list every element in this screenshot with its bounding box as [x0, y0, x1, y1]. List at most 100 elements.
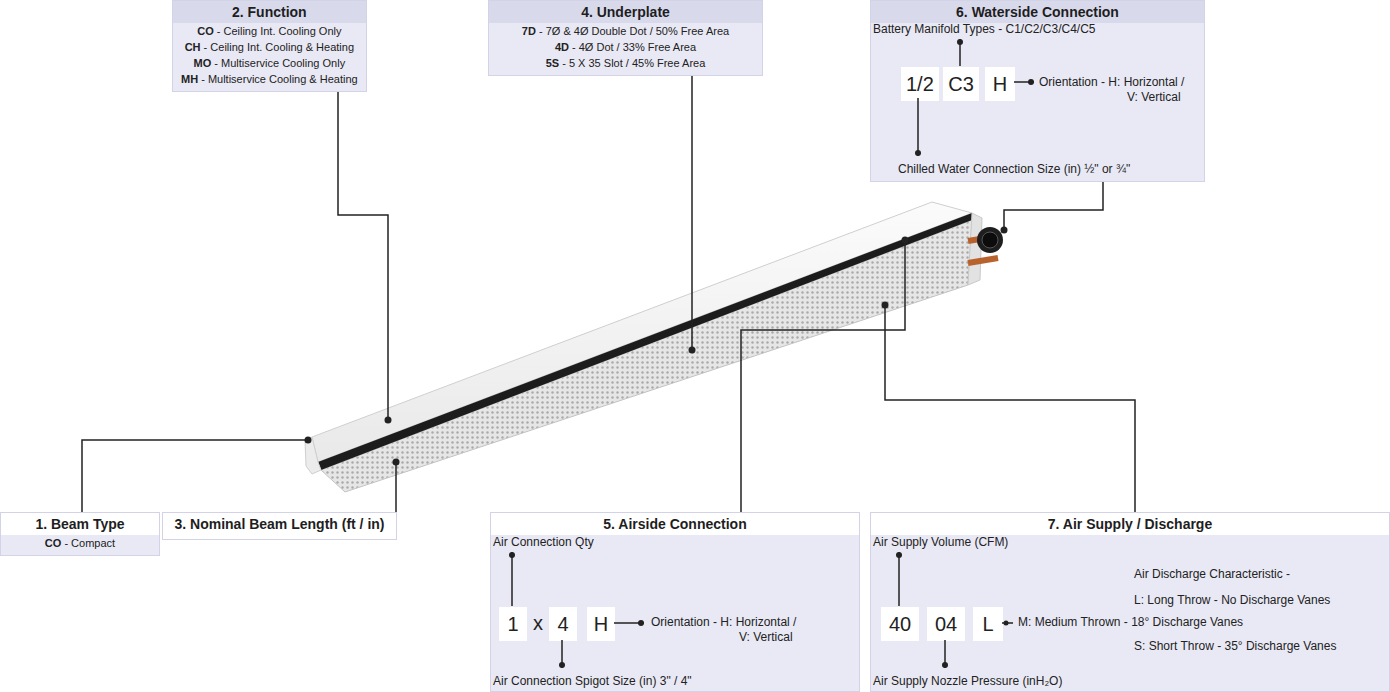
code-value: 1/2 [906, 67, 934, 101]
code-box: L [973, 607, 1003, 641]
code-description: - Ceiling Int. Cooling Only [214, 25, 342, 37]
option-line: 4D - 4Ø Dot / 33% Free Area [489, 39, 762, 55]
beam-end-cap [305, 437, 321, 474]
code-term: 7D [522, 25, 536, 37]
option-line: 7D - 7Ø & 4Ø Double Dot / 50% Free Area [489, 23, 762, 39]
panel-heading: 3. Nominal Beam Length (ft / in) [163, 513, 396, 535]
leader-line [898, 552, 900, 606]
panel-heading: 5. Airside Connection [491, 513, 859, 535]
leader-dot [305, 437, 312, 444]
annotation: S: Short Throw - 35° Discharge Vanes [1134, 639, 1336, 654]
callout-panel: 2. FunctionCO - Ceiling Int. Cooling Onl… [172, 0, 367, 92]
code-term: CO [197, 25, 214, 37]
panel-heading: 2. Function [173, 1, 366, 23]
leader-dot [882, 302, 889, 309]
beam-end-cap [968, 213, 982, 285]
code-description: - 7Ø & 4Ø Double Dot / 50% Free Area [536, 25, 729, 37]
discharge-slot [318, 213, 972, 470]
annotation: M: Medium Thrown - 18° Discharge Vanes [1018, 615, 1243, 630]
leader-line [917, 98, 919, 156]
leader-dot [638, 620, 644, 626]
beam-casing [312, 202, 972, 462]
code-description: - 4Ø Dot / 33% Free Area [569, 41, 696, 53]
annotation: Orientation - H: Horizontal / V: Vertica… [1039, 75, 1197, 105]
underplate [321, 220, 972, 492]
leader-dot [689, 347, 696, 354]
leader-line [885, 305, 1135, 520]
annotation: Orientation - H: Horizontal / V: Vertica… [651, 615, 809, 645]
code-value: 40 [886, 607, 914, 641]
panel-heading: 1. Beam Type [1, 513, 159, 535]
water-pipe [968, 258, 998, 263]
code-box: 4 [549, 607, 577, 641]
code-term: MH [181, 73, 198, 85]
annotation: L: Long Throw - No Discharge Vanes [1134, 593, 1330, 608]
code-description: - 5 X 35 Slot / 45% Free Area [559, 57, 705, 69]
air-spigot [982, 232, 998, 248]
callout-panel: 5. Airside ConnectionAir Connection Qty x… [490, 512, 860, 692]
code-value: L [978, 607, 998, 641]
leader-dot [902, 237, 909, 244]
panel-heading: 7. Air Supply / Discharge [871, 513, 1389, 535]
option-line: MO - Multiservice Cooling Only [173, 55, 366, 71]
code-box: H [985, 67, 1015, 101]
callout-panel: 1. Beam TypeCO - Compact [0, 512, 160, 556]
code-value: H [990, 67, 1010, 101]
panel-heading: 4. Underplate [489, 1, 762, 23]
leader-dot [393, 459, 400, 466]
code-box: C3 [943, 67, 979, 101]
leader-dot [1001, 227, 1008, 234]
code-value: 1 [504, 607, 522, 641]
code-value: 4 [554, 607, 572, 641]
leader-dots [305, 227, 1008, 466]
leader-dot [509, 552, 515, 558]
code-box: 1/2 [901, 67, 939, 101]
code-description: - Multiservice Cooling & Heating [198, 73, 358, 85]
code-description: - Compact [61, 537, 115, 549]
leader-dot [915, 150, 921, 156]
code-value: H [592, 607, 610, 641]
code-box: 40 [881, 607, 919, 641]
leader-line [338, 90, 388, 420]
leader-dot [385, 417, 392, 424]
code-term: MO [194, 57, 212, 69]
code-box: H [587, 607, 615, 641]
leader-dot [942, 662, 948, 668]
callout-panel: 3. Nominal Beam Length (ft / in) [162, 512, 397, 540]
leader-dot [1004, 621, 1009, 626]
panel-heading: 6. Waterside Connection [871, 1, 1204, 23]
leader-dot [957, 39, 963, 45]
leader-line [82, 440, 308, 520]
code-value: C3 [948, 67, 974, 101]
code-term: CO [45, 537, 62, 549]
code-description: - Ceiling Int. Cooling & Heating [201, 41, 354, 53]
option-line: CH - Ceiling Int. Cooling & Heating [173, 39, 366, 55]
annotation: Chilled Water Connection Size (in) ½" or… [898, 162, 1130, 177]
option-line: CO - Ceiling Int. Cooling Only [173, 23, 366, 39]
annotation: Air Supply Nozzle Pressure (inH₂O) [873, 674, 1062, 689]
code-term: CH [185, 41, 201, 53]
code-term: 4D [555, 41, 569, 53]
code-value: 04 [932, 607, 960, 641]
annotation: Air Supply Volume (CFM) [873, 535, 1008, 550]
code-box: 1 [499, 607, 527, 641]
leader-line [511, 552, 513, 606]
annotation: Air Connection Qty [493, 535, 594, 550]
option-line: 5S - 5 X 35 Slot / 45% Free Area [489, 55, 762, 71]
leader-dot [1028, 79, 1034, 85]
leader-line [691, 60, 693, 350]
leader-dot [896, 552, 902, 558]
option-line: CO - Compact [1, 535, 159, 551]
leader-dot [559, 662, 565, 668]
leader-line [741, 240, 905, 520]
callout-panel: 4. Underplate7D - 7Ø & 4Ø Double Dot / 5… [488, 0, 763, 76]
code-box: 04 [927, 607, 965, 641]
annotation: Air Discharge Characteristic - [1134, 567, 1290, 582]
annotation: x [533, 613, 543, 633]
option-line: MH - Multiservice Cooling & Heating [173, 71, 366, 87]
code-description: - Multiservice Cooling Only [211, 57, 345, 69]
air-spigot [977, 227, 1003, 253]
code-term: 5S [546, 57, 559, 69]
annotation: Air Connection Spigot Size (in) 3" / 4" [493, 674, 692, 689]
